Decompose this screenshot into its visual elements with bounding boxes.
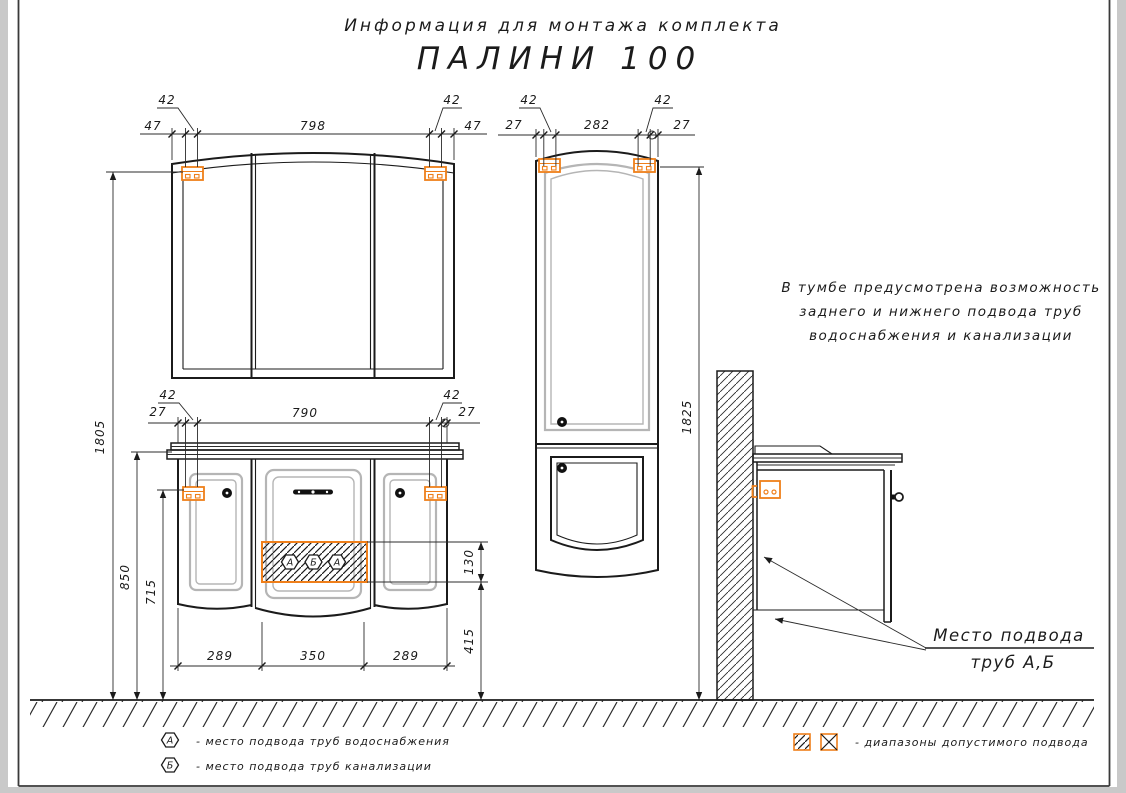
supply-place-line2: труб А,Б — [970, 653, 1055, 672]
dim-total-height: 1805 — [93, 420, 107, 455]
mounting-bracket-icon — [181, 166, 204, 181]
drawer-handle — [293, 489, 333, 495]
dim-mirror-side-right: 47 — [464, 119, 481, 133]
height-dimensions: 1805 850 715 — [93, 171, 184, 700]
legend-ranges-text: - диапазоны допустимого подвода — [855, 736, 1089, 749]
page-subtitle: Информация для монтажа комплекта — [344, 16, 782, 36]
dim-zone-floor: 415 — [462, 628, 476, 654]
marker-a-label: А — [286, 558, 294, 569]
note-block: В тумбе предусмотрена возможность заднег… — [781, 280, 1100, 344]
sheet-frame — [17, 0, 1111, 787]
side-mounting-bracket-icon — [751, 480, 781, 499]
note-line1: В тумбе предусмотрена возможность — [781, 280, 1100, 296]
dim-column-side-right: 27 — [673, 118, 690, 132]
dim-vanity-bracket-right: 42 — [443, 388, 460, 402]
dim-vanity-side-right: 27 — [458, 405, 475, 419]
supply-zone-hatched: А Б А — [261, 541, 368, 583]
side-view: Место подвода труб А,Б — [716, 370, 1094, 701]
dim-column-side-left: 27 — [505, 118, 522, 132]
legend-markers: А - место подвода труб водоснабжения Б -… — [160, 732, 450, 773]
legend-ranges: - диапазоны допустимого подвода — [793, 733, 1089, 751]
vanity-dimensions-top: 27 790 27 42 42 — [148, 388, 480, 487]
dim-door-left: 289 — [207, 649, 233, 663]
mirror-dimensions: 47 798 47 42 42 — [140, 93, 487, 167]
vanity-dimensions-bottom: 289 350 289 — [170, 608, 455, 671]
dim-column-bracket-left: 42 — [520, 93, 537, 107]
dim-column-height: 1825 — [680, 400, 694, 435]
note-line2: заднего и нижнего подвода труб — [799, 304, 1082, 320]
dim-counter-height: 850 — [118, 564, 132, 590]
dim-vanity-side-left: 27 — [149, 405, 166, 419]
floor — [30, 699, 1094, 727]
mounting-bracket-icon — [424, 166, 447, 181]
marker-a-label: А — [333, 558, 341, 569]
mirror-front-view — [171, 152, 455, 379]
vanity-front-view: А Б А — [166, 442, 464, 618]
dim-mirror-bracket-left: 42 — [158, 93, 175, 107]
mounting-bracket-icon — [424, 486, 447, 501]
mounting-bracket-icon — [633, 158, 656, 173]
legend-water-text: - место подвода труб водоснабжения — [196, 735, 450, 748]
dim-column-bracket-right: 42 — [654, 93, 671, 107]
side-door-knob — [891, 492, 904, 502]
legend-marker-a-label: А — [166, 736, 174, 747]
dim-mirror-bracket-right: 42 — [443, 93, 460, 107]
legend-marker-b-label: Б — [167, 761, 174, 772]
dim-column-width: 282 — [584, 118, 610, 132]
mounting-bracket-icon — [182, 486, 205, 501]
supply-zone-dimensions: 130 415 — [367, 541, 488, 700]
supply-place-line1: Место подвода — [933, 626, 1085, 645]
marker-b-label: Б — [310, 558, 317, 569]
column-dimensions: 27 282 27 42 42 1825 — [498, 93, 704, 700]
drawing-sheet — [8, 0, 1117, 787]
page-title: ПАЛИНИ 100 — [417, 41, 704, 77]
dim-vanity-width: 790 — [292, 406, 318, 420]
hatch-swatch-icon — [793, 733, 811, 751]
dim-door-center: 350 — [300, 649, 326, 663]
column-front-view — [535, 150, 659, 578]
note-line3: водоснабжения и канализации — [809, 328, 1073, 344]
mounting-bracket-icon — [538, 158, 561, 173]
dim-mirror-width: 798 — [300, 119, 326, 133]
dim-mirror-side-left: 47 — [144, 119, 161, 133]
dim-vanity-bracket-left: 42 — [159, 388, 176, 402]
dim-door-right: 289 — [393, 649, 419, 663]
dim-zone-height: 130 — [462, 549, 476, 575]
cross-swatch-icon — [820, 733, 838, 751]
backsplash — [754, 445, 834, 455]
wall-section — [716, 370, 754, 701]
legend-sewer-text: - место подвода труб канализации — [196, 760, 432, 773]
dim-bracket-height: 715 — [144, 579, 158, 605]
